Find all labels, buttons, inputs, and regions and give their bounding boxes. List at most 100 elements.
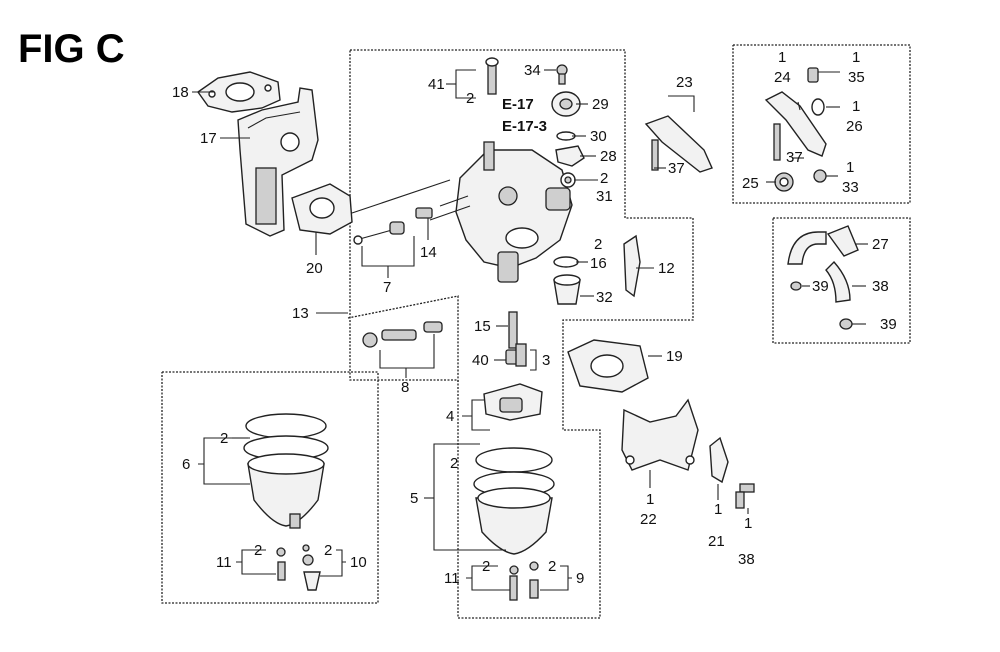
screw-icon [485, 57, 499, 95]
o-ring-icon [553, 256, 579, 268]
callout-34: 34 [524, 62, 541, 79]
screw-icon [509, 565, 519, 601]
float-bowl-icon [473, 447, 555, 555]
callout-labels: 18 17 20 13 41 2 34 29 30 28 2 31 7 14 2… [172, 49, 897, 587]
callout-14: 14 [420, 244, 437, 261]
callout-39b: 39 [880, 316, 897, 333]
callout-41: 41 [428, 76, 445, 93]
callout-20: 20 [306, 260, 323, 277]
lever-icon [644, 115, 713, 173]
callout-39a: 39 [812, 278, 829, 295]
callout-3: 3 [542, 352, 550, 369]
qty-33: 1 [846, 159, 854, 176]
callout-23: 23 [676, 74, 693, 91]
lever-group-frame [732, 44, 911, 204]
float-icon [483, 383, 543, 421]
screw-icon [508, 311, 518, 349]
gasket-icon [291, 183, 353, 235]
screw-icon [735, 483, 755, 509]
callout-17: 17 [200, 130, 217, 147]
qty-11b: 2 [482, 558, 490, 575]
callout-7: 7 [383, 279, 391, 296]
callout-16: 16 [590, 255, 607, 272]
callout-32: 32 [596, 289, 613, 306]
callout-13: 13 [292, 305, 309, 322]
callout-24: 24 [774, 69, 791, 86]
callout-27: 27 [872, 236, 889, 253]
bowl-left-frame [161, 371, 379, 604]
drain-screw-icon [302, 544, 321, 591]
callout-21: 21 [708, 533, 725, 550]
callout-11b: 11 [444, 570, 460, 587]
callout-26: 26 [846, 118, 863, 135]
callout-10: 10 [350, 554, 367, 571]
screw-icon [807, 67, 819, 83]
callout-37a: 37 [668, 160, 685, 177]
callout-29: 29 [592, 96, 609, 113]
washer-icon [811, 98, 825, 116]
float-valve-icon [553, 274, 581, 305]
carburetor-icon [429, 141, 573, 283]
nozzle-icon [555, 145, 585, 167]
callout-38b: 38 [738, 551, 755, 568]
gasket-icon [197, 71, 281, 113]
spring-icon [353, 221, 405, 245]
qty-26: 1 [852, 98, 860, 115]
qty-24: 1 [778, 49, 786, 66]
drain-screw-icon [529, 561, 539, 599]
hose-icon [787, 225, 859, 330]
callout-15: 15 [474, 318, 491, 335]
qty-31: 2 [600, 170, 608, 187]
screw-icon [556, 64, 568, 85]
screw-icon [415, 207, 433, 219]
hose-group-frame [772, 217, 911, 344]
spring-icon [774, 172, 794, 192]
qty-21: 1 [714, 501, 722, 518]
spring-icon [362, 321, 443, 348]
callout-25: 25 [742, 175, 759, 192]
spring-icon [505, 343, 527, 367]
qty-16: 2 [594, 236, 602, 253]
bracket-icon [621, 398, 699, 471]
lever-icon [764, 91, 827, 161]
callout-33: 33 [842, 179, 859, 196]
callout-31: 31 [596, 188, 613, 205]
callout-4: 4 [446, 408, 454, 425]
callout-18: 18 [172, 84, 189, 101]
callout-11a: 11 [216, 554, 232, 571]
gasket-icon [567, 339, 649, 393]
reference-label-e17-3: E-17-3 [502, 118, 547, 135]
callout-30: 30 [590, 128, 607, 145]
bracket-icon [237, 87, 319, 237]
callout-19: 19 [666, 348, 683, 365]
screw-icon [276, 547, 286, 581]
callout-28: 28 [600, 148, 617, 165]
callout-37b: 37 [786, 149, 803, 166]
qty-35: 1 [852, 49, 860, 66]
callout-12: 12 [658, 260, 675, 277]
callout-38a: 38 [872, 278, 889, 295]
qty-6: 2 [220, 430, 228, 447]
callout-40: 40 [472, 352, 489, 369]
reference-label-e17: E-17 [502, 96, 534, 113]
washer-icon [560, 172, 576, 188]
qty-5: 2 [450, 455, 458, 472]
screw-kit-frame [347, 295, 459, 382]
callout-22: 22 [640, 511, 657, 528]
cap-icon [551, 91, 581, 117]
leader-20-line [351, 179, 451, 214]
leader-lines [192, 69, 868, 591]
callout-8: 8 [401, 379, 409, 396]
qty-41: 2 [466, 90, 474, 107]
callout-35: 35 [848, 69, 865, 86]
qty-9: 2 [548, 558, 556, 575]
qty-38: 1 [744, 515, 752, 532]
float-pin-icon [623, 234, 641, 298]
callout-6: 6 [182, 456, 190, 473]
float-bowl-icon [243, 413, 329, 529]
callout-9: 9 [576, 570, 584, 587]
nut-icon [813, 169, 827, 183]
clamp-icon [709, 436, 729, 484]
